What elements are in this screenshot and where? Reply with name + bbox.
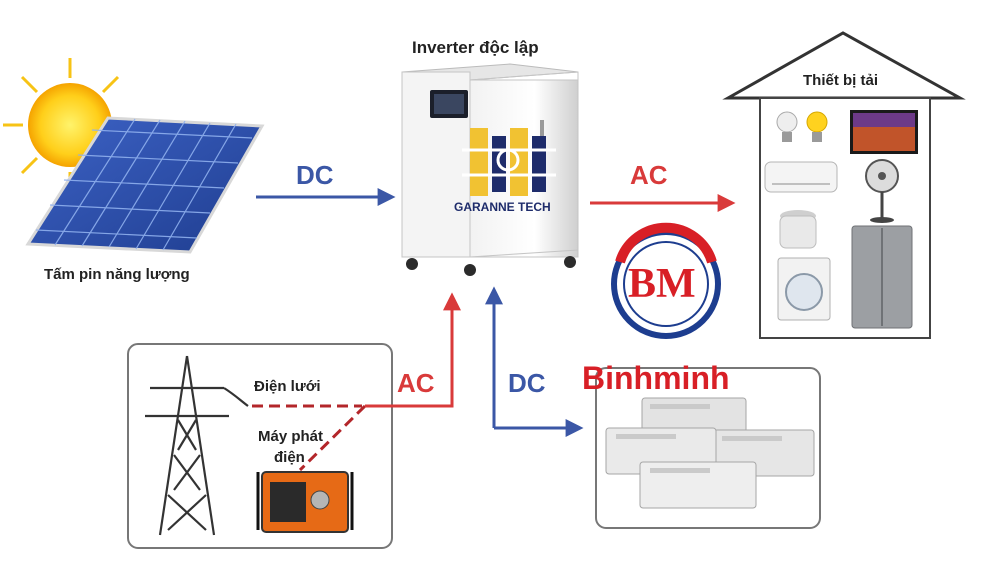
binhminh-watermark: Binhminh: [582, 360, 730, 396]
generator-icon: [256, 471, 354, 533]
bm-logo: [611, 222, 721, 339]
tv-icon: [850, 110, 918, 154]
flow-label-dc-panel: DC: [296, 160, 334, 190]
generator-label-line1: Máy phát: [258, 428, 324, 445]
inverter-brand-text: GARANNE TECH: [454, 200, 551, 214]
bm-logo-text: BM: [628, 261, 696, 307]
solar-panel-icon: [25, 116, 265, 254]
flow-label-ac-grid: AC: [397, 368, 435, 398]
grid-label: Điện lưới: [254, 378, 321, 395]
inverter-brand-logo: [462, 128, 556, 196]
fridge-icon: [851, 225, 913, 329]
fan-icon: [865, 159, 899, 223]
generator-label-line2: điện: [274, 449, 305, 466]
inverter-icon: [401, 63, 579, 276]
flow-label-dc-battery: DC: [508, 368, 546, 398]
rice-cooker-icon: [779, 210, 817, 249]
grid-line: [252, 404, 367, 472]
load-devices-label: Thiết bị tải: [803, 72, 878, 89]
battery-icon: [605, 397, 815, 509]
washing-machine-icon: [777, 257, 831, 321]
inverter-label: Inverter độc lập: [412, 38, 539, 57]
flow-label-ac-load: AC: [630, 160, 668, 190]
bulb-icon: [776, 111, 828, 142]
solar-panel-label: Tấm pin năng lượng: [44, 266, 190, 283]
air-conditioner-icon: [764, 161, 838, 193]
ac-arrow-grid-inverter: [365, 292, 461, 408]
power-tower-icon: [145, 355, 249, 536]
